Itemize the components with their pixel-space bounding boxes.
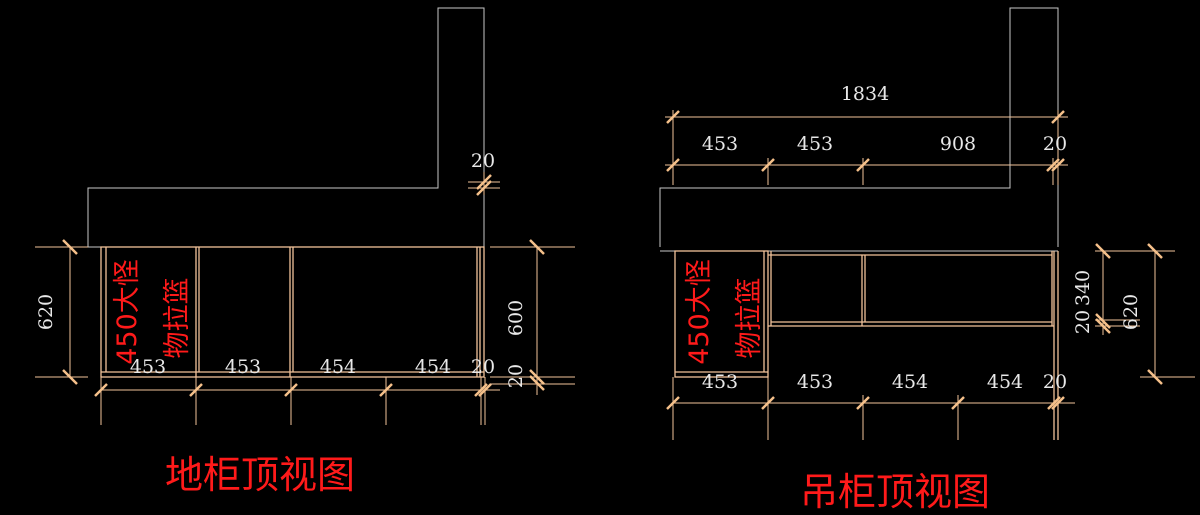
left-dimension: 620 bbox=[35, 239, 88, 385]
cabinet-note: 450大怪 bbox=[112, 259, 143, 365]
top-dimensions: 1834 453 453 908 20 bbox=[665, 83, 1068, 185]
bottom-dimension: 453 453 454 454 20 bbox=[666, 371, 1075, 440]
floor-cabinets bbox=[100, 246, 485, 378]
dim-label: 20 bbox=[471, 150, 495, 172]
wall-outline bbox=[659, 7, 1059, 247]
dim-label: 454 bbox=[892, 371, 928, 393]
cabinet-note: 450大怪 bbox=[684, 259, 715, 365]
drawing-title: 吊柜顶视图 bbox=[800, 470, 990, 514]
dim-label: 620 bbox=[35, 294, 57, 330]
dim-label: 454 bbox=[415, 356, 451, 378]
dim-label: 20 bbox=[505, 364, 527, 388]
dim-label: 1834 bbox=[841, 83, 889, 105]
wall-cabinet-plan: 1834 453 453 908 20 453 453 454 454 20 bbox=[659, 7, 1195, 514]
dim-label: 453 bbox=[797, 371, 833, 393]
dim-label: 20 bbox=[1043, 371, 1067, 393]
dim-label: 453 bbox=[702, 371, 738, 393]
dim-label: 600 bbox=[505, 300, 527, 336]
floor-cabinet-plan: 453 453 454 454 20 620 600 20 bbox=[35, 7, 575, 497]
wall-cabinets bbox=[674, 250, 1059, 440]
cabinet-note: 物拉篮 bbox=[734, 278, 765, 359]
dim-label: 454 bbox=[987, 371, 1023, 393]
cabinet-note: 物拉篮 bbox=[162, 278, 193, 359]
dim-label: 454 bbox=[320, 356, 356, 378]
top-small-dimension: 20 bbox=[468, 150, 500, 196]
dim-label: 20 bbox=[1043, 133, 1067, 155]
dim-label: 453 bbox=[130, 356, 166, 378]
dim-label: 340 bbox=[1072, 270, 1094, 306]
dim-label: 453 bbox=[225, 356, 261, 378]
bottom-dimension: 453 453 454 454 20 bbox=[94, 356, 500, 425]
dim-label: 908 bbox=[940, 133, 976, 155]
dim-label: 20 bbox=[1072, 310, 1094, 334]
dim-label: 20 bbox=[471, 356, 495, 378]
drawing-title: 地柜顶视图 bbox=[165, 453, 355, 497]
dim-label: 453 bbox=[797, 133, 833, 155]
right-dimensions: 340 20 620 bbox=[1072, 243, 1195, 385]
wall-outline bbox=[87, 7, 485, 247]
dim-label: 453 bbox=[702, 133, 738, 155]
right-dimension: 600 20 bbox=[490, 239, 575, 395]
dim-label: 620 bbox=[1120, 294, 1142, 330]
